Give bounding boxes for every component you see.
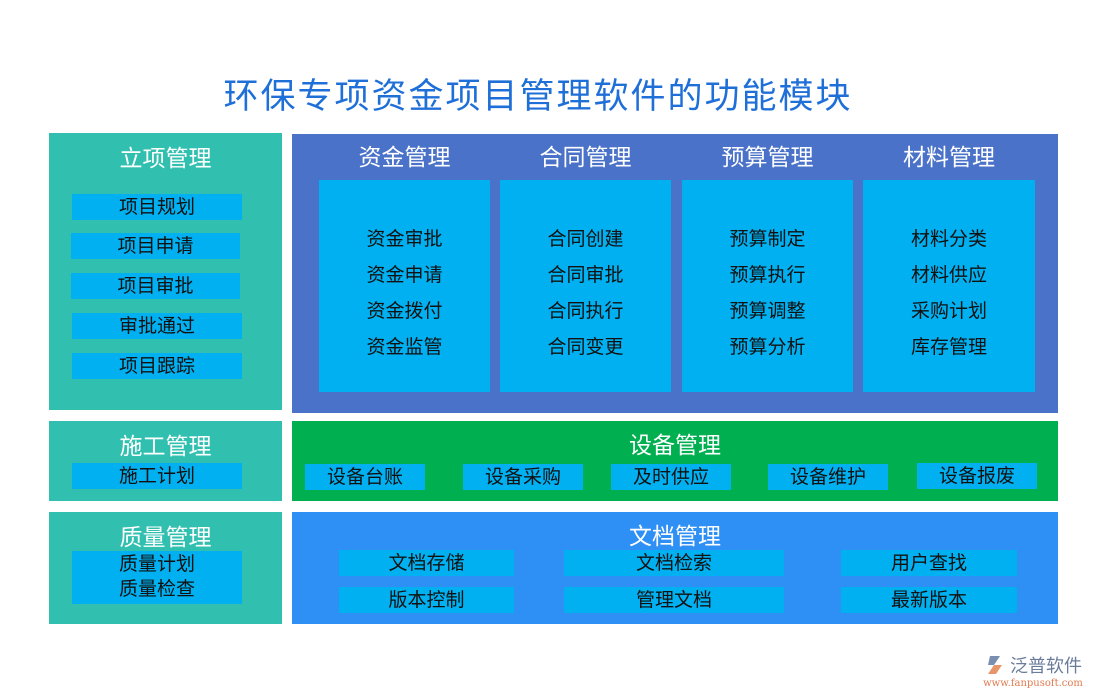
module-title: 合同管理 xyxy=(539,145,632,171)
module-item[interactable]: 合同执行 xyxy=(547,300,624,322)
documents-panel: 文档管理 文档存储 文档检索 用户查找 版本控制 管理文档 最新版本 xyxy=(292,512,1058,624)
quality-panel-title: 质量管理 xyxy=(119,525,212,551)
module-item[interactable]: 预算调整 xyxy=(729,300,806,322)
quality-items[interactable]: 质量计划 质量检查 xyxy=(72,551,242,604)
module-item[interactable]: 合同审批 xyxy=(547,264,624,286)
document-item[interactable]: 文档检索 xyxy=(564,550,784,576)
construction-panel: 施工管理 施工计划 xyxy=(49,421,282,501)
project-item[interactable]: 审批通过 xyxy=(72,313,242,339)
equipment-item[interactable]: 设备维护 xyxy=(768,464,888,490)
project-item[interactable]: 项目规划 xyxy=(72,194,242,220)
logo-name: 泛普软件 xyxy=(1010,656,1082,677)
module-fund: 资金管理 资金审批资金申请资金拨付资金监管 xyxy=(319,145,490,392)
fanpu-logo-icon xyxy=(988,656,1002,674)
module-title: 材料管理 xyxy=(903,145,995,171)
quality-item[interactable]: 质量计划 xyxy=(118,553,195,575)
module-item[interactable]: 资金申请 xyxy=(366,264,443,286)
module-item[interactable]: 库存管理 xyxy=(910,336,987,358)
equipment-panel: 设备管理 设备台账 设备采购 及时供应 设备维护 设备报废 xyxy=(292,421,1058,501)
module-item[interactable]: 材料供应 xyxy=(910,264,987,286)
module-item[interactable]: 预算制定 xyxy=(729,228,806,250)
module-item[interactable]: 采购计划 xyxy=(910,300,987,322)
equipment-item[interactable]: 设备台账 xyxy=(305,464,425,490)
project-panel: 立项管理 项目规划 项目申请 项目审批 审批通过 项目跟踪 xyxy=(49,133,282,410)
logo-url: www.fanpusoft.com xyxy=(983,678,1083,689)
project-item[interactable]: 项目申请 xyxy=(71,233,240,259)
equipment-item[interactable]: 设备采购 xyxy=(463,464,583,490)
modules-panel: 资金管理 资金审批资金申请资金拨付资金监管 合同管理 合同创建合同审批合同执行合… xyxy=(292,134,1058,413)
document-item[interactable]: 管理文档 xyxy=(564,587,784,613)
document-item[interactable]: 最新版本 xyxy=(841,587,1017,613)
equipment-item[interactable]: 及时供应 xyxy=(611,464,731,490)
module-budget: 预算管理 预算制定预算执行预算调整预算分析 xyxy=(682,145,853,392)
module-item[interactable]: 资金拨付 xyxy=(366,300,443,322)
construction-panel-title: 施工管理 xyxy=(119,434,212,460)
equipment-panel-title: 设备管理 xyxy=(629,433,721,459)
module-item[interactable]: 合同变更 xyxy=(547,336,624,358)
module-item[interactable]: 预算分析 xyxy=(729,336,806,358)
brand-logo: 泛普软件 www.fanpusoft.com xyxy=(968,652,1098,692)
equipment-item[interactable]: 设备报废 xyxy=(917,463,1037,489)
document-item[interactable]: 文档存储 xyxy=(339,550,514,576)
documents-panel-title: 文档管理 xyxy=(629,524,721,550)
module-title: 资金管理 xyxy=(358,145,451,171)
construction-item[interactable]: 施工计划 xyxy=(72,463,242,489)
module-item[interactable]: 材料分类 xyxy=(910,228,987,250)
module-material: 材料管理 材料分类材料供应采购计划库存管理 xyxy=(863,145,1035,392)
document-item[interactable]: 版本控制 xyxy=(339,587,514,613)
document-item[interactable]: 用户查找 xyxy=(841,550,1017,576)
module-item[interactable]: 预算执行 xyxy=(729,264,806,286)
module-contract: 合同管理 合同创建合同审批合同执行合同变更 xyxy=(500,145,671,392)
project-panel-title: 立项管理 xyxy=(119,146,212,172)
module-item[interactable]: 合同创建 xyxy=(547,228,624,250)
module-item[interactable]: 资金审批 xyxy=(366,228,443,250)
project-item[interactable]: 项目跟踪 xyxy=(72,353,242,379)
module-item[interactable]: 资金监管 xyxy=(366,336,443,358)
project-item[interactable]: 项目审批 xyxy=(71,273,240,299)
module-title: 预算管理 xyxy=(721,145,814,171)
quality-panel: 质量管理 质量计划 质量检查 xyxy=(49,512,282,624)
quality-item[interactable]: 质量检查 xyxy=(118,578,195,600)
page-title: 环保专项资金项目管理软件的功能模块 xyxy=(223,77,853,117)
